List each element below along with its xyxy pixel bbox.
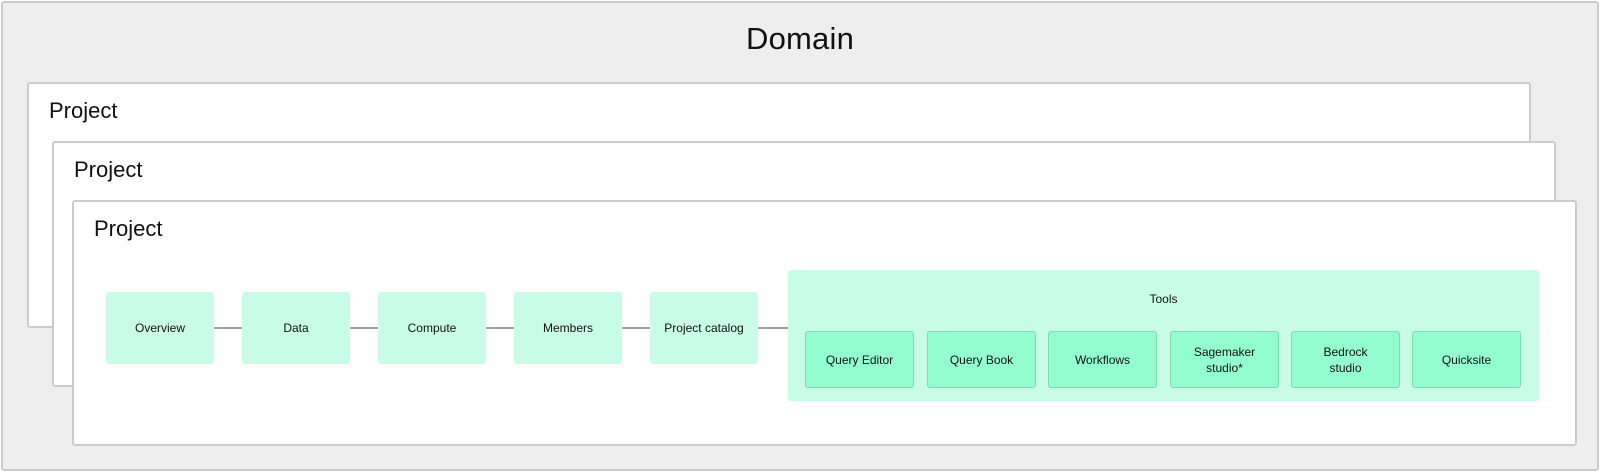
step-data: Data: [242, 292, 350, 364]
project-title: Project: [49, 98, 118, 123]
project-title: Project: [74, 157, 143, 182]
tool-query-book: Query Book: [927, 331, 1036, 388]
tool-workflows: Workflows: [1048, 331, 1157, 388]
step-overview: Overview: [106, 292, 214, 364]
connector-line: [214, 327, 242, 329]
tools-group: Tools Query Editor Query Book Workflows …: [788, 270, 1539, 401]
connector-line: [350, 327, 378, 329]
connector-line: [758, 327, 788, 329]
domain-title: Domain: [745, 21, 855, 56]
connector-line: [622, 327, 650, 329]
tools-title: Tools: [1149, 292, 1178, 306]
tool-sagemaker-studio: Sagemaker studio*: [1170, 331, 1279, 388]
tool-bedrock-studio: Bedrock studio: [1291, 331, 1400, 388]
tool-query-editor: Query Editor: [805, 331, 914, 388]
step-compute: Compute: [378, 292, 486, 364]
step-project-catalog: Project catalog: [650, 292, 758, 364]
tool-quicksite: Quicksite: [1412, 331, 1521, 388]
step-members: Members: [514, 292, 622, 364]
connector-line: [486, 327, 514, 329]
project-title: Project: [94, 216, 163, 241]
